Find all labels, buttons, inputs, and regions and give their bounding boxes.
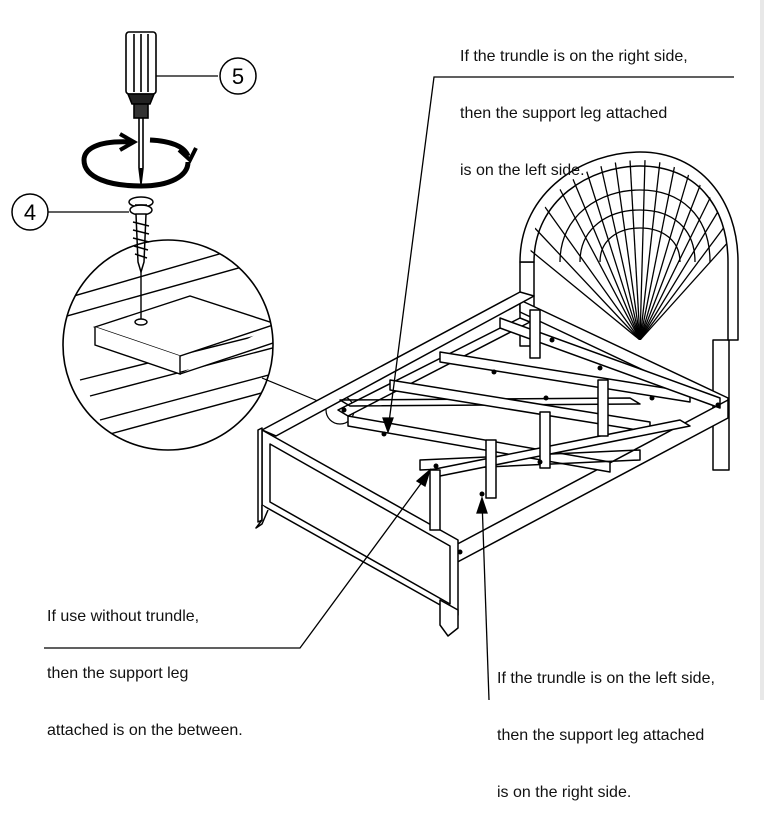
bed-frame-drawing [255,151,739,637]
assembly-diagram: 5 4 [11,31,739,700]
rotate-arrow-icon [81,132,198,189]
note-left-line-1: If the trundle is on the left side, [497,670,715,687]
note-trundle-right-side: If the trundle is on the right side, the… [460,9,688,199]
note-between-line-3: attached is on the between. [47,722,243,739]
callout-5-number: 5 [232,64,244,89]
callout-4-circle [11,193,49,231]
note-between-line-1: If use without trundle, [47,608,200,625]
note-right-line-2: then the support leg attached [460,105,668,122]
detail-magnifier [62,239,355,451]
note-trundle-left-side: If the trundle is on the left side, then… [497,631,715,821]
note-left-line-3: is on the right side. [497,784,632,801]
note-without-trundle: If use without trundle, then the support… [47,569,243,759]
note-between-line-2: then the support leg [47,665,189,682]
callout-4-number: 4 [24,200,36,225]
screw-icon [128,196,154,275]
note-right-line-1: If the trundle is on the right side, [460,48,688,65]
note-left-line-2: then the support leg attached [497,727,705,744]
note-right-line-3: is on the left side. [460,162,585,179]
screwdriver-icon [125,31,157,185]
right-edge-scrollbar[interactable] [760,0,764,700]
note-leaders [44,76,734,700]
callout-5-circle [219,57,257,95]
